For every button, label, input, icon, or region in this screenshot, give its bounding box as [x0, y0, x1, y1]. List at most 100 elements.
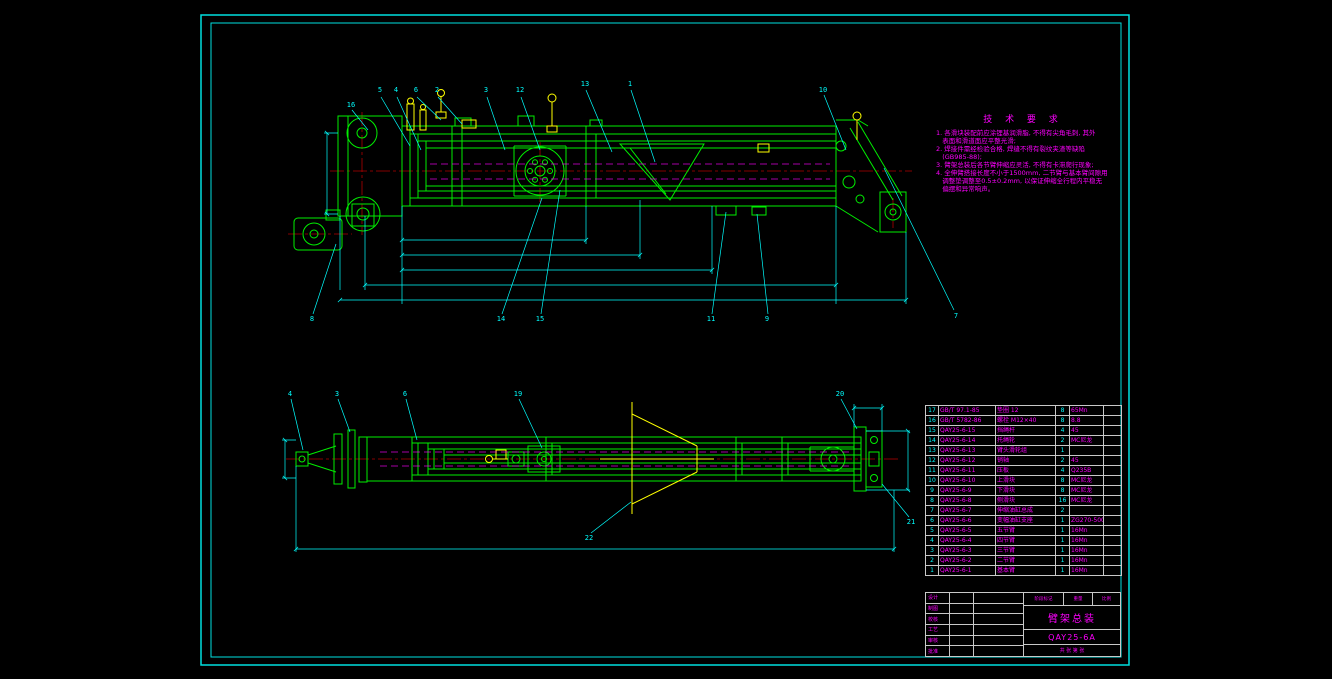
bom-cell-name: 上滑块: [995, 475, 1056, 486]
telescopic-section-lines: [409, 126, 836, 206]
technical-requirements: 技 术 要 求 1. 各滑块装配前应涂锂基润滑脂, 不得有尖角毛刺, 其外 表面…: [936, 112, 1110, 193]
centerlines: [288, 112, 912, 235]
balloon-label: 20: [836, 390, 844, 398]
bom-cell-qty: 1: [1055, 445, 1070, 456]
weight-label: 重量: [1064, 593, 1093, 605]
bom-cell-code: GB/T 5782-86: [938, 415, 996, 426]
bom-cell-code: QAY25-6-7: [938, 505, 996, 516]
bom-cell-note: [1103, 555, 1122, 566]
balloon-label: 3: [335, 390, 339, 398]
bom-cell-name: 挡绳杆: [995, 425, 1056, 436]
signature-date-cell: [974, 625, 1023, 635]
bom-cell-seq: 14: [925, 435, 939, 446]
bom-cell-note: [1103, 435, 1122, 446]
bom-cell-note: [1103, 405, 1122, 416]
extension-lines: [324, 132, 907, 304]
balloon-label: 21: [907, 518, 915, 526]
balloon-label: 4: [288, 390, 292, 398]
signature-row: 工艺: [926, 625, 1023, 636]
bom-cell-name: 垫圈 12: [995, 405, 1056, 416]
bom-cell-seq: 6: [925, 515, 939, 526]
balloon-label: 11: [707, 315, 715, 323]
bom-cell-qty: 16: [1055, 495, 1070, 506]
bom-cell-qty: 8: [1055, 485, 1070, 496]
signature-date-cell: [974, 593, 1023, 603]
drawing-title: 臂架总装: [1024, 606, 1120, 630]
signature-label: 设计: [926, 593, 950, 603]
tech-requirements-title: 技 术 要 求: [983, 115, 1063, 125]
stage-label: 阶段标记: [1024, 593, 1064, 605]
stage-row: 阶段标记 重量 比例: [1024, 593, 1120, 606]
tech-requirement-line: 表面和滑道面应平整光滑;: [936, 137, 1016, 145]
boom-side-view: 5 4 6 2 3 12 13 1 10 16 8 14 15 11 9 7: [288, 80, 958, 323]
bom-cell-mat: [1069, 445, 1104, 456]
bom-cell-qty: 1: [1055, 525, 1070, 536]
tech-requirement-line: 1. 各滑块装配前应涂锂基润滑脂, 不得有尖角毛刺, 其外: [936, 129, 1096, 137]
bom-cell-seq: 15: [925, 425, 939, 436]
sheave-housing: [513, 145, 567, 197]
bom-cell-code: QAY25-6-15: [938, 425, 996, 436]
bom-cell-mat: 16Mn: [1069, 545, 1104, 556]
signature-row: 校核: [926, 614, 1023, 626]
bom-cell-name: 下滑块: [995, 485, 1056, 496]
balloon-label: 12: [516, 86, 524, 94]
bom-cell-note: [1103, 415, 1122, 426]
hose-fittings: [406, 96, 858, 153]
signature-label: 校核: [926, 614, 950, 625]
tech-requirement-line: 调整垫调整至0.5±0.2mm, 以保证伸缩全行程内平稳无: [936, 177, 1103, 185]
bom-cell-seq: 17: [925, 405, 939, 416]
bom-cell-qty: 1: [1055, 535, 1070, 546]
bom-cell-name: 二节臂: [995, 555, 1056, 566]
leader-lines: [312, 89, 955, 315]
balloon-label: 13: [581, 80, 589, 88]
bom-cell-code: QAY25-6-9: [938, 485, 996, 496]
bom-cell-mat: 45: [1069, 425, 1104, 436]
bom-cell-seq: 5: [925, 525, 939, 536]
bom-cell-mat: Q235B: [1069, 465, 1104, 476]
tech-requirement-line: 3. 臂架总装后各节臂伸缩应灵活, 不得有卡滞爬行现象;: [936, 161, 1094, 169]
signature-row: 批准: [926, 646, 1023, 657]
bom-cell-code: QAY25-6-8: [938, 495, 996, 506]
bom-cell-note: [1103, 465, 1122, 476]
signature-date-cell: [974, 636, 1023, 646]
balloon-label: 2: [435, 86, 439, 94]
signature-name-cell: [950, 603, 974, 614]
bom-cell-code: GB/T 97.1-85: [938, 405, 996, 416]
bom-cell-qty: 1: [1055, 515, 1070, 526]
bom-cell-name: 侧滑块: [995, 495, 1056, 506]
tech-requirement-line: 偏摆和异常响声。: [936, 185, 995, 193]
balloon-label: 6: [414, 86, 418, 94]
balloon-label: 19: [514, 390, 522, 398]
boom-body-outline: [401, 125, 837, 207]
bom-cell-qty: 2: [1055, 435, 1070, 446]
bom-cell-mat: [1069, 505, 1104, 516]
signature-date-cell: [974, 614, 1023, 624]
balloon-label: 15: [536, 315, 544, 323]
center-marker: [493, 402, 714, 514]
bom-cell-qty: 8: [1055, 415, 1070, 426]
bom-cell-code: QAY25-6-4: [938, 535, 996, 546]
bom-cell-seq: 10: [925, 475, 939, 486]
bom-cell-qty: 1: [1055, 565, 1070, 576]
bom-cell-name: 五节臂: [995, 525, 1056, 536]
bom-cell-code: QAY25-6-14: [938, 435, 996, 446]
bom-cell-mat: 65Mn: [1069, 405, 1104, 416]
bom-cell-seq: 9: [925, 485, 939, 496]
bom-cell-mat: MC尼龙: [1069, 495, 1104, 506]
bom-cell-seq: 4: [925, 535, 939, 546]
bom-cell-qty: 2: [1055, 505, 1070, 516]
bom-cell-code: QAY25-6-6: [938, 515, 996, 526]
balloon-label: 10: [819, 86, 827, 94]
bom-cell-note: [1103, 425, 1122, 436]
hidden-lines: [430, 163, 830, 180]
